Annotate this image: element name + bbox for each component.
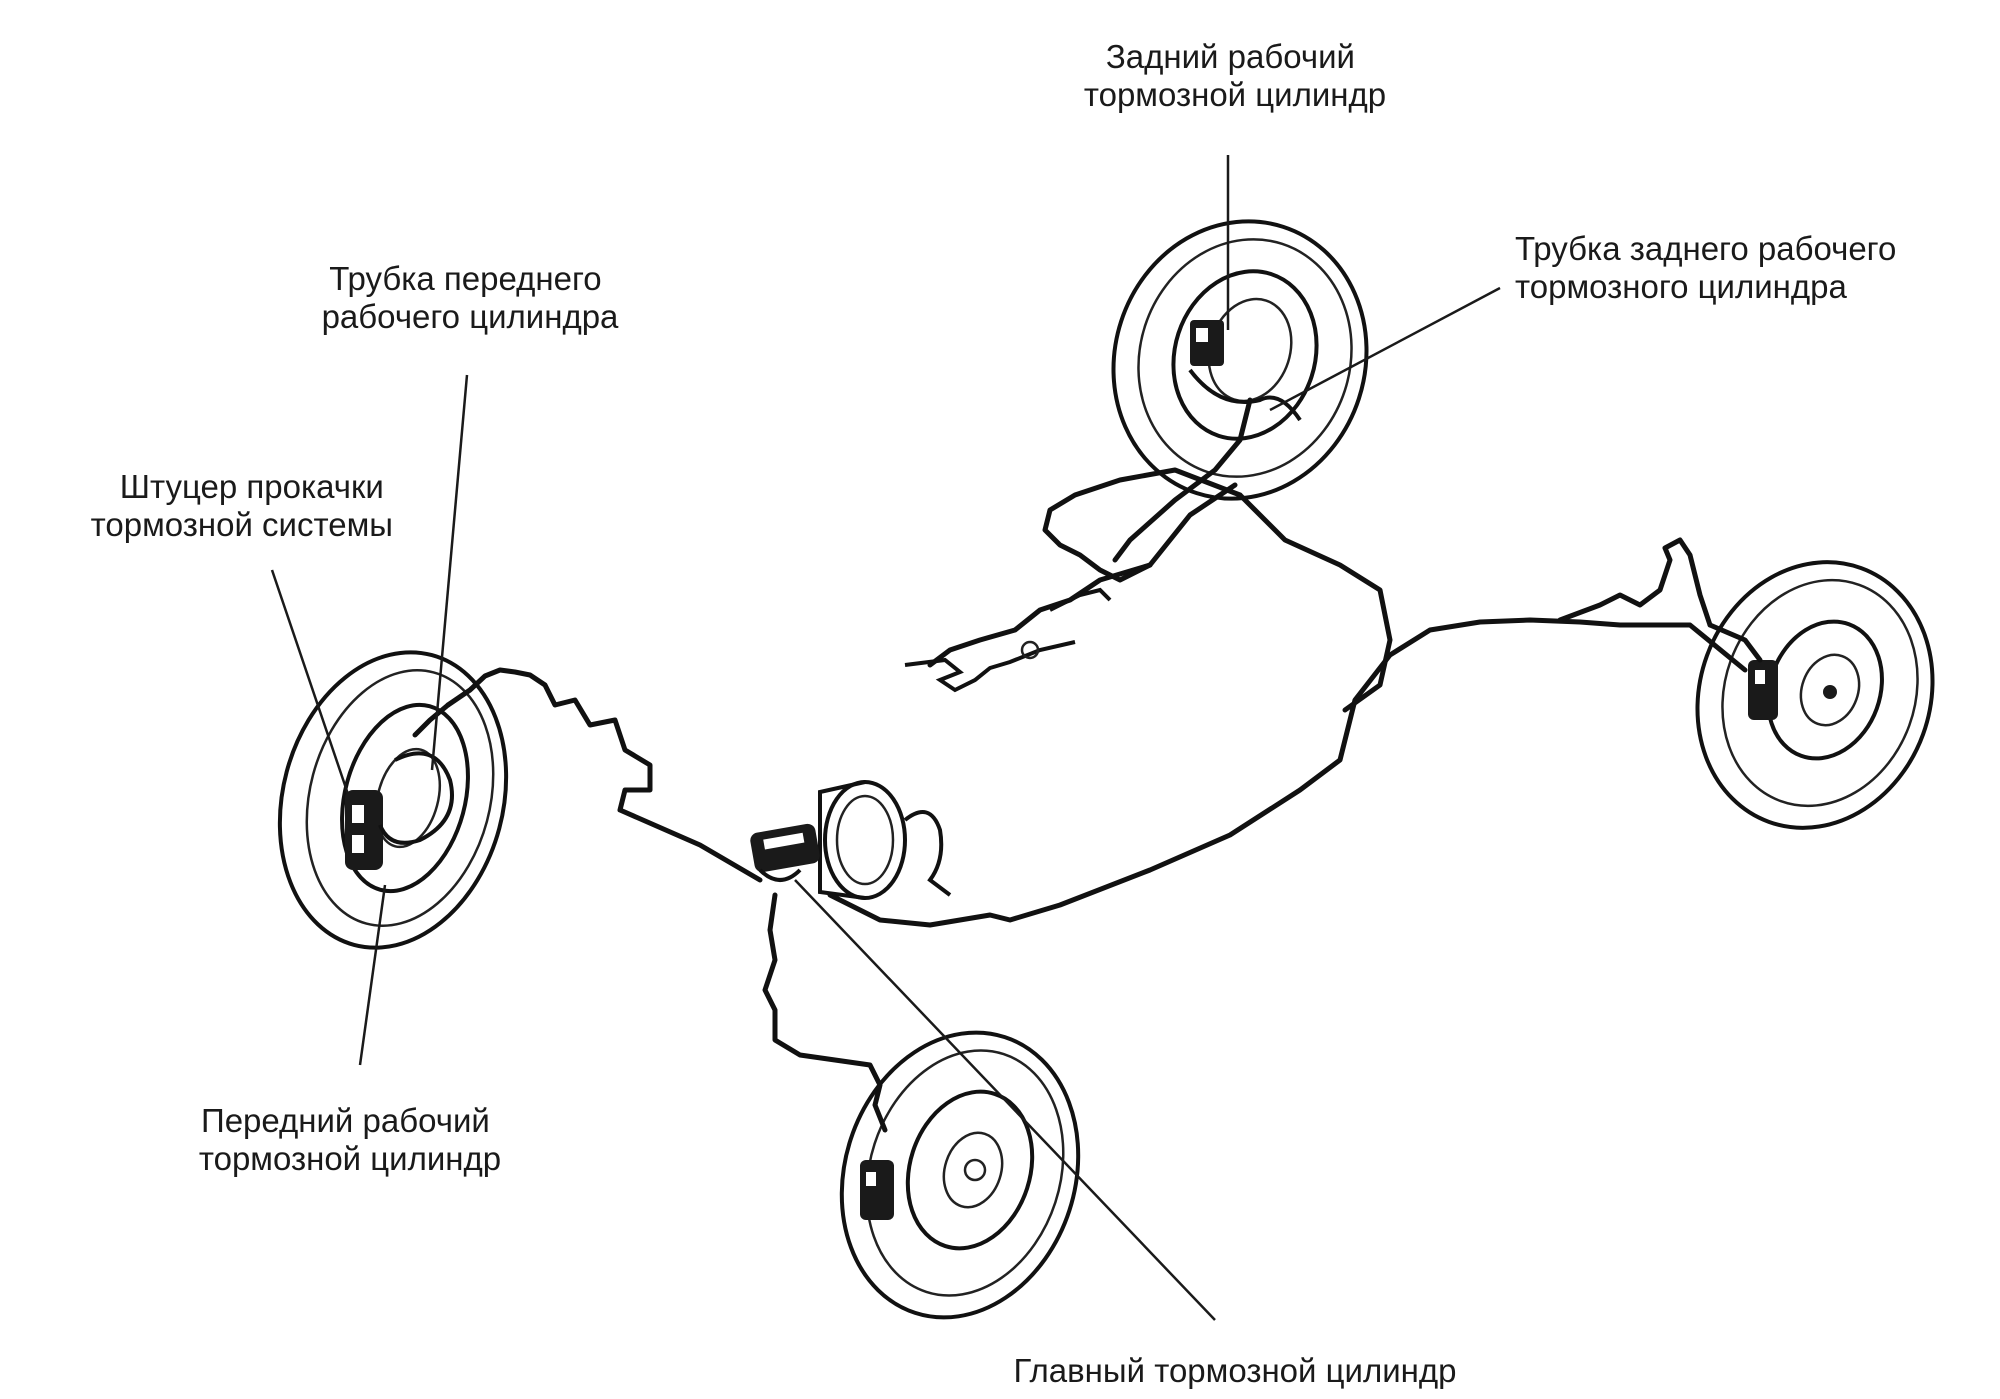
leader-rear-pipe [1269, 286, 1501, 412]
label-bleeder-line2: тормозной системы [91, 506, 393, 543]
label-front-pipe-line1: Трубка переднего [329, 260, 601, 297]
label-front-cylinder-line1: Передний рабочий [201, 1102, 490, 1139]
master-cylinder [750, 780, 952, 900]
rear-left-wheel [1111, 219, 1369, 501]
leader-bleeder [270, 569, 352, 801]
brake-pipes [412, 397, 1763, 1133]
label-front-pipe: Трубка переднего рабочего цилиндра [322, 260, 619, 335]
label-front-pipe-line2: рабочего цилиндра [322, 298, 619, 335]
label-rear-pipe: Трубка заднего рабочего тормозного цилин… [1515, 230, 1906, 305]
label-front-cylinder: Передний рабочий тормозной цилиндр [199, 1102, 501, 1177]
label-rear-cylinder: Задний рабочий тормозной цилиндр [1084, 38, 1386, 113]
leader-front-pipe [430, 374, 469, 771]
label-master-cylinder-line1: Главный тормозной цилиндр [1014, 1352, 1457, 1389]
label-front-cylinder-line2: тормозной цилиндр [199, 1140, 501, 1177]
leader-front-cylinder [358, 884, 387, 1066]
rear-right-wheel [1695, 560, 1935, 830]
label-rear-cylinder-line2: тормозной цилиндр [1084, 76, 1386, 113]
label-rear-pipe-line2: тормозного цилиндра [1515, 268, 1848, 305]
label-rear-cylinder-line1: Задний рабочий [1106, 38, 1355, 75]
label-bleeder: Штуцер прокачки тормозной системы [91, 468, 393, 543]
leader-master-cylinder [794, 879, 1216, 1321]
leader-lines [270, 155, 1501, 1321]
label-master-cylinder: Главный тормозной цилиндр [1014, 1352, 1457, 1389]
label-rear-pipe-line1: Трубка заднего рабочего [1515, 230, 1896, 267]
front-right-wheel [839, 1030, 1081, 1320]
label-bleeder-line1: Штуцер прокачки [120, 468, 384, 505]
front-left-wheel [277, 650, 509, 950]
